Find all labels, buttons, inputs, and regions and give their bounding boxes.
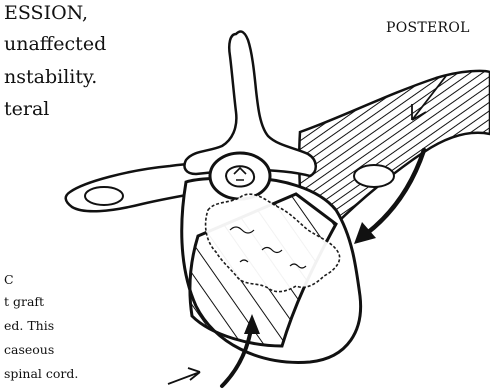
bottom-text-line-1: C xyxy=(4,272,14,287)
spinal-cord xyxy=(226,166,254,186)
anterior-text-line-4: teral xyxy=(4,98,49,120)
anterior-text-line-3: nstability. xyxy=(4,66,97,88)
bottom-text-line-4: caseous xyxy=(4,342,54,357)
bottom-text-line-3: ed. This xyxy=(4,318,54,333)
bottom-text-line-5: spinal cord. xyxy=(4,366,78,381)
anterior-text-line-2: unaffected xyxy=(4,33,106,55)
anterior-text-line-1: ESSION, xyxy=(4,2,88,24)
right-foramen xyxy=(354,165,394,187)
anterior-pointer xyxy=(168,368,200,384)
posterior-label: POSTEROL xyxy=(386,20,470,36)
bottom-text-line-2: t graft xyxy=(4,294,44,309)
left-foramen xyxy=(85,187,123,205)
